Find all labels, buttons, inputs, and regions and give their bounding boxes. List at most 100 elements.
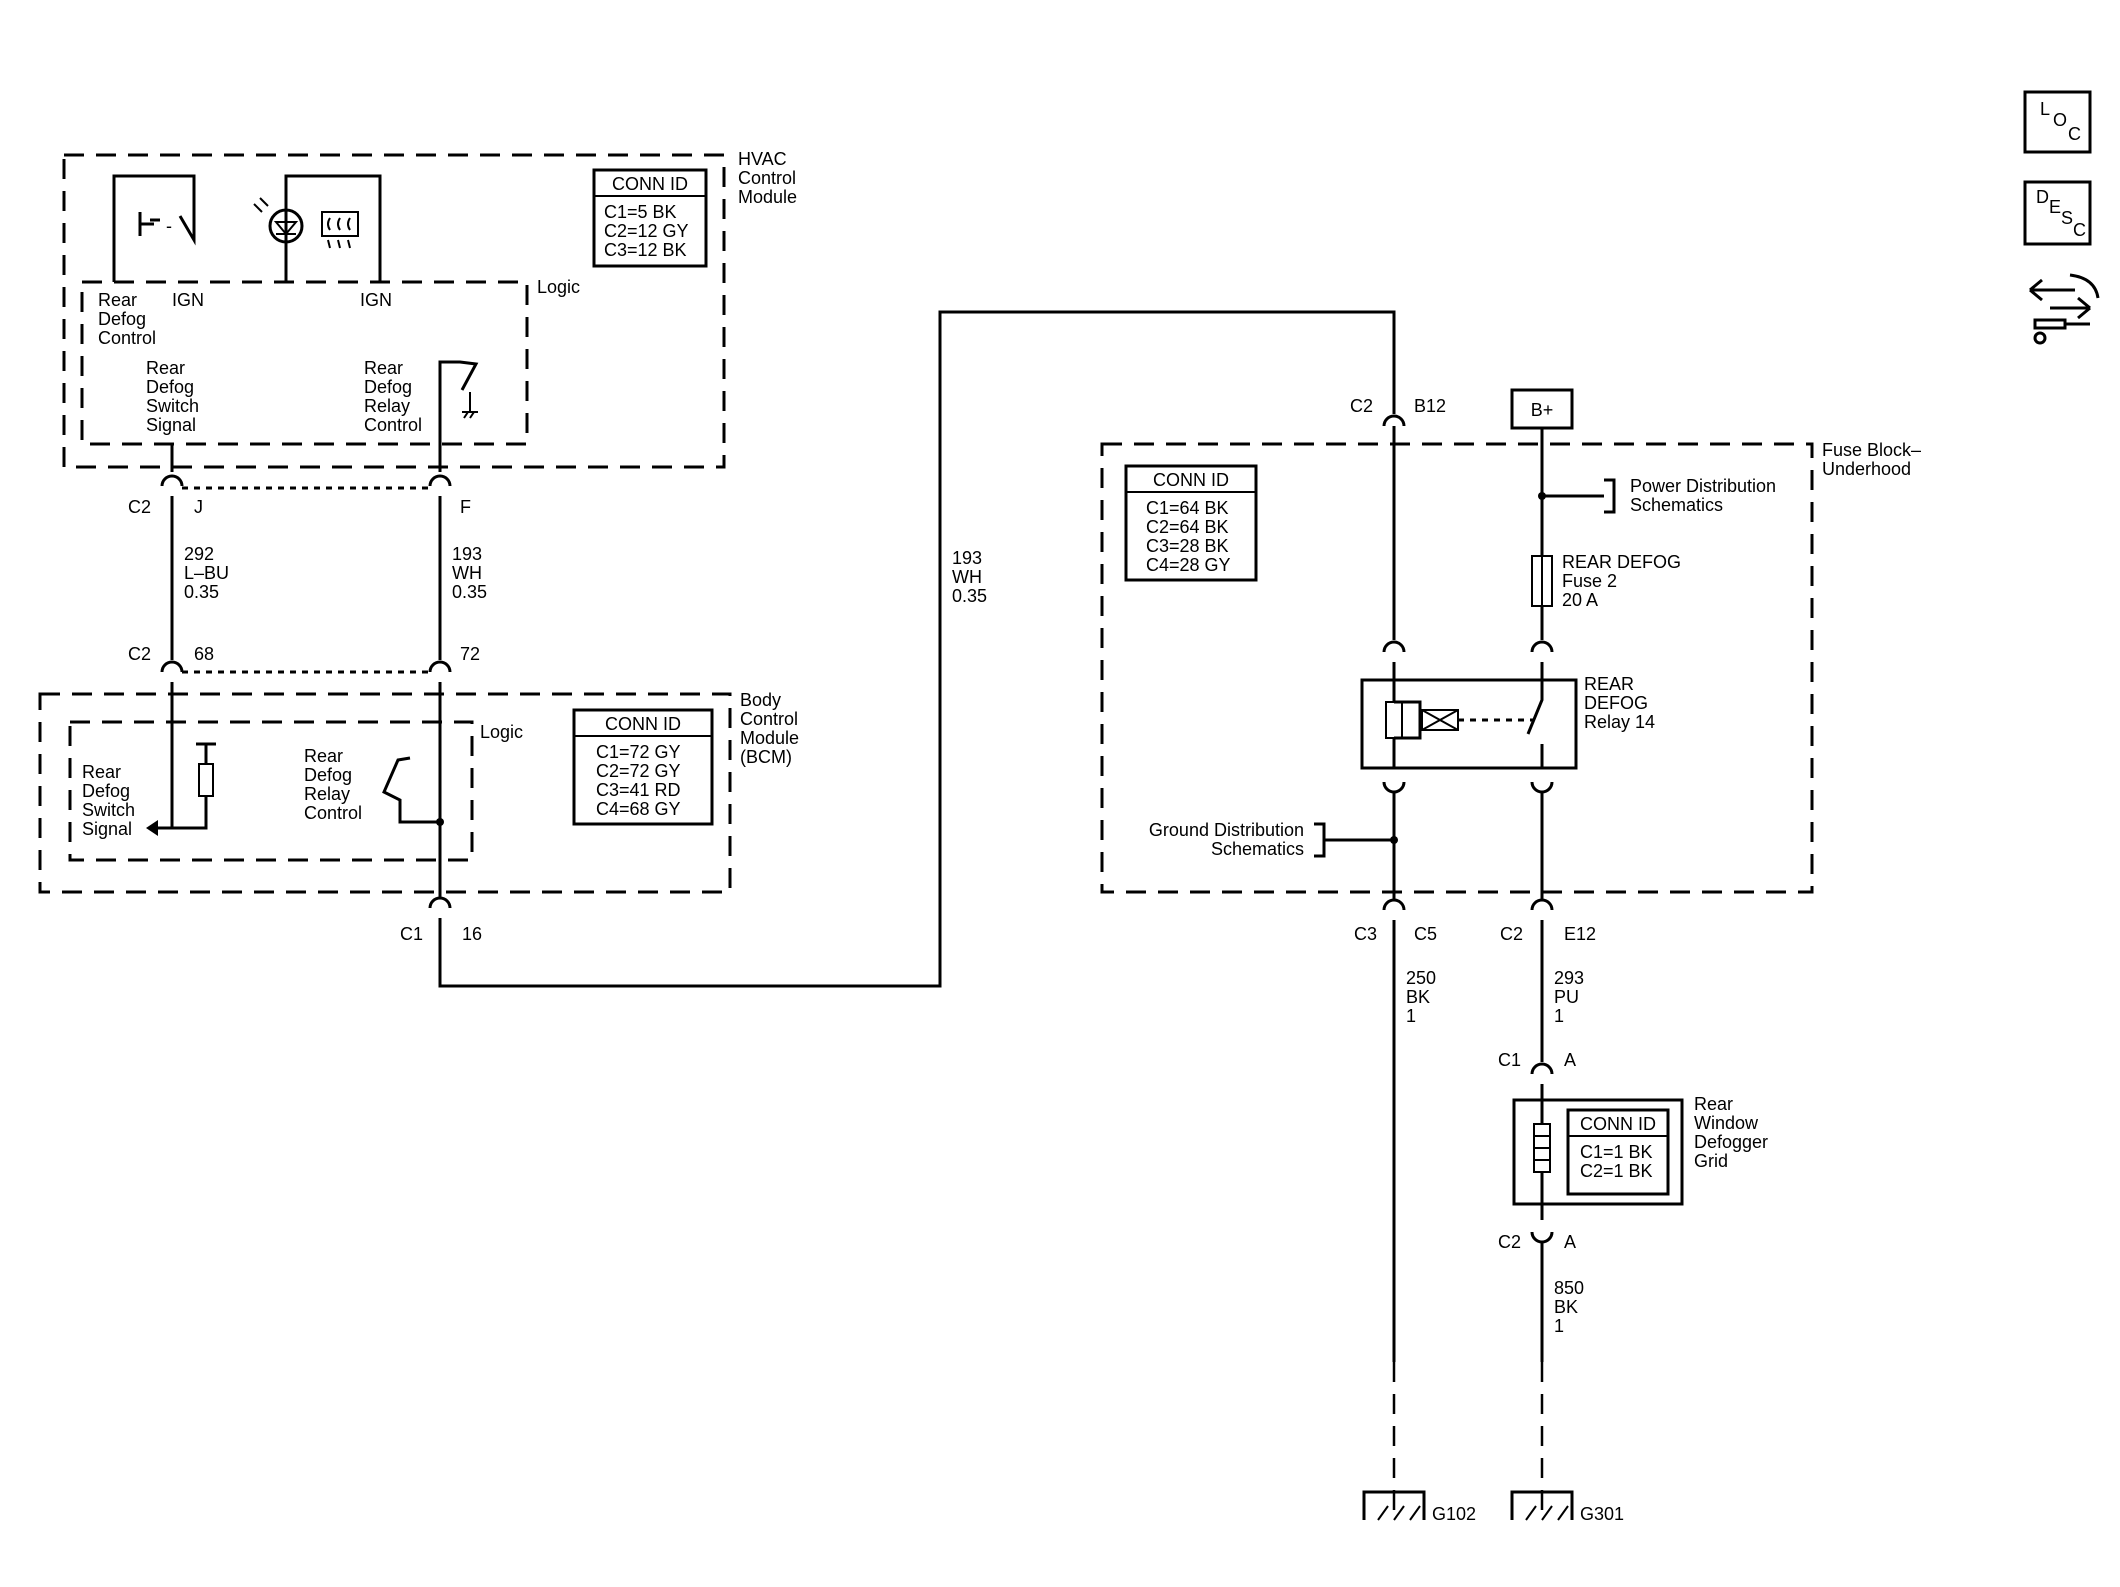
rear-window-defogger-grid: CONN ID C1=1 BK C2=1 BK Rear Window Defo… bbox=[1512, 1094, 1768, 1206]
bcm-conn-row4: C4=68 GY bbox=[596, 799, 681, 819]
hvac-conn-row2: C2=12 GY bbox=[604, 221, 689, 241]
rear-defog-relay-icon bbox=[1360, 678, 1578, 770]
fuse-conn-row3: C3=28 BK bbox=[1146, 536, 1229, 556]
fuse-conn-c2: C2 bbox=[1350, 396, 1373, 416]
hvac-bcm-wiring: C2 J F 292 L–BU 0.35 193 WH 0.35 C2 68 7… bbox=[128, 444, 487, 674]
grid-to-ground-wiring: C2 A 850 BK 1 bbox=[1498, 1204, 1584, 1520]
hvac-rdc-line1: Rear bbox=[98, 290, 137, 310]
bcm-conn-row2: C2=72 GY bbox=[596, 761, 681, 781]
bcm-title-line4: (BCM) bbox=[740, 747, 792, 767]
fuse-conn-header: CONN ID bbox=[1153, 470, 1229, 490]
hvac-relay-control-line2: Defog bbox=[364, 377, 412, 397]
loc-letter-l: L bbox=[2040, 99, 2050, 119]
relay-label-line1: REAR bbox=[1584, 674, 1634, 694]
wire-850-size: 1 bbox=[1554, 1316, 1564, 1336]
hvac-pin-f: F bbox=[460, 497, 471, 517]
hvac-title-line1: HVAC bbox=[738, 149, 787, 169]
hvac-conn-row1: C1=5 BK bbox=[604, 202, 677, 222]
desc-nav-button[interactable]: D E S C bbox=[2023, 180, 2092, 246]
fuse-conn-c2b: C2 bbox=[1500, 924, 1523, 944]
defog-indicator-icon bbox=[253, 174, 382, 282]
wire-250-size: 1 bbox=[1406, 1006, 1416, 1026]
ground-dist-line1: Ground Distribution bbox=[1149, 820, 1304, 840]
bcm-conn-row1: C1=72 GY bbox=[596, 742, 681, 762]
grid-title-line1: Rear bbox=[1694, 1094, 1733, 1114]
connector-icon[interactable] bbox=[2029, 273, 2100, 345]
hvac-rdc-line3: Control bbox=[98, 328, 156, 348]
hvac-logic-label: Logic bbox=[537, 277, 580, 297]
fuse-label-line3: 20 A bbox=[1562, 590, 1598, 610]
wire-850-num: 850 bbox=[1554, 1278, 1584, 1298]
bcm-conn-row3: C3=41 RD bbox=[596, 780, 681, 800]
fuse-block-title-line1: Fuse Block– bbox=[1822, 440, 1921, 460]
wire-292-size: 0.35 bbox=[184, 582, 219, 602]
bcm-switch-signal-line1: Rear bbox=[82, 762, 121, 782]
wire-293-color: PU bbox=[1554, 987, 1579, 1007]
desc-letter-c: C bbox=[2073, 220, 2086, 240]
hvac-conn-row3: C3=12 BK bbox=[604, 240, 687, 260]
bcm-switch-signal-line3: Switch bbox=[82, 800, 135, 820]
wire-193b-num: 193 bbox=[952, 548, 982, 568]
loc-letter-o: O bbox=[2053, 110, 2067, 130]
bcm-pin-16: 16 bbox=[462, 924, 482, 944]
hvac-pin-j: J bbox=[194, 497, 203, 517]
hvac-title-line2: Control bbox=[738, 168, 796, 188]
hvac-control-module: HVAC Control Module Logic - Rear Defog C… bbox=[62, 149, 797, 469]
wire-193b-size: 0.35 bbox=[952, 586, 987, 606]
desc-letter-d: D bbox=[2036, 187, 2049, 207]
hvac-relay-control-line4: Control bbox=[364, 415, 422, 435]
fuse-label-line1: REAR DEFOG bbox=[1562, 552, 1681, 572]
wire-193a-color: WH bbox=[452, 563, 482, 583]
hvac-switch-signal-line4: Signal bbox=[146, 415, 196, 435]
grid-title-line2: Window bbox=[1694, 1113, 1759, 1133]
fuse-conn-row4: C4=28 GY bbox=[1146, 555, 1231, 575]
fuse-block-title-line2: Underhood bbox=[1822, 459, 1911, 479]
relay-label-line3: Relay 14 bbox=[1584, 712, 1655, 732]
power-dist-line2: Schematics bbox=[1630, 495, 1723, 515]
bcm-conn-id-table: CONN ID C1=72 GY C2=72 GY C3=41 RD C4=68… bbox=[572, 708, 714, 826]
bcm-relay-control-line1: Rear bbox=[304, 746, 343, 766]
ground-dist-line2: Schematics bbox=[1211, 839, 1304, 859]
ground-g102-label: G102 bbox=[1432, 1504, 1476, 1524]
hvac-relay-control-line3: Relay bbox=[364, 396, 410, 416]
ground-g301-icon: G301 bbox=[1510, 1490, 1624, 1524]
hvac-conn-header: CONN ID bbox=[612, 174, 688, 194]
hvac-ign2-label: IGN bbox=[360, 290, 392, 310]
hvac-output-driver-icon bbox=[438, 360, 479, 468]
bcm-pin-68: 68 bbox=[194, 644, 214, 664]
grid-conn-row1: C1=1 BK bbox=[1580, 1142, 1653, 1162]
fuse-conn-row1: C1=64 BK bbox=[1146, 498, 1229, 518]
wire-293-size: 1 bbox=[1554, 1006, 1564, 1026]
wire-292-num: 292 bbox=[184, 544, 214, 564]
hvac-switch-signal-line3: Switch bbox=[146, 396, 199, 416]
rear-defog-switch-icon: - bbox=[112, 174, 196, 282]
ground-g102-icon: G102 bbox=[1362, 1490, 1476, 1524]
grid-conn-c1: C1 bbox=[1498, 1050, 1521, 1070]
bplus-label: B+ bbox=[1531, 400, 1554, 420]
loc-nav-button[interactable]: L O C bbox=[2023, 90, 2092, 154]
bcm-title-line3: Module bbox=[740, 728, 799, 748]
grid-pin-a2: A bbox=[1564, 1232, 1576, 1252]
bcm-conn-c1: C1 bbox=[400, 924, 423, 944]
hvac-switch-signal-line2: Defog bbox=[146, 377, 194, 397]
fuse-block-conn-id-table: CONN ID C1=64 BK C2=64 BK C3=28 BK C4=28… bbox=[1124, 464, 1258, 582]
fuse-pin-e12: E12 bbox=[1564, 924, 1596, 944]
bcm-switch-signal-line4: Signal bbox=[82, 819, 132, 839]
wire-850-color: BK bbox=[1554, 1297, 1578, 1317]
wire-193a-num: 193 bbox=[452, 544, 482, 564]
wire-193b-color: WH bbox=[952, 567, 982, 587]
rear-defog-fuse-icon bbox=[1531, 555, 1553, 607]
bcm-pin-72: 72 bbox=[460, 644, 480, 664]
wire-293-num: 293 bbox=[1554, 968, 1584, 988]
bcm-relay-control-line3: Relay bbox=[304, 784, 350, 804]
hvac-relay-control-line1: Rear bbox=[364, 358, 403, 378]
hvac-switch-signal-line1: Rear bbox=[146, 358, 185, 378]
desc-letter-e: E bbox=[2049, 197, 2061, 217]
grid-title-line4: Grid bbox=[1694, 1151, 1728, 1171]
lower-wiring: C3 C5 C2 E12 250 BK 1 293 PU 1 C1 A bbox=[1354, 898, 1596, 1520]
wire-250-color: BK bbox=[1406, 987, 1430, 1007]
bcm-conn-c2: C2 bbox=[128, 644, 151, 664]
grid-conn-c2: C2 bbox=[1498, 1232, 1521, 1252]
grid-title-line3: Defogger bbox=[1694, 1132, 1768, 1152]
